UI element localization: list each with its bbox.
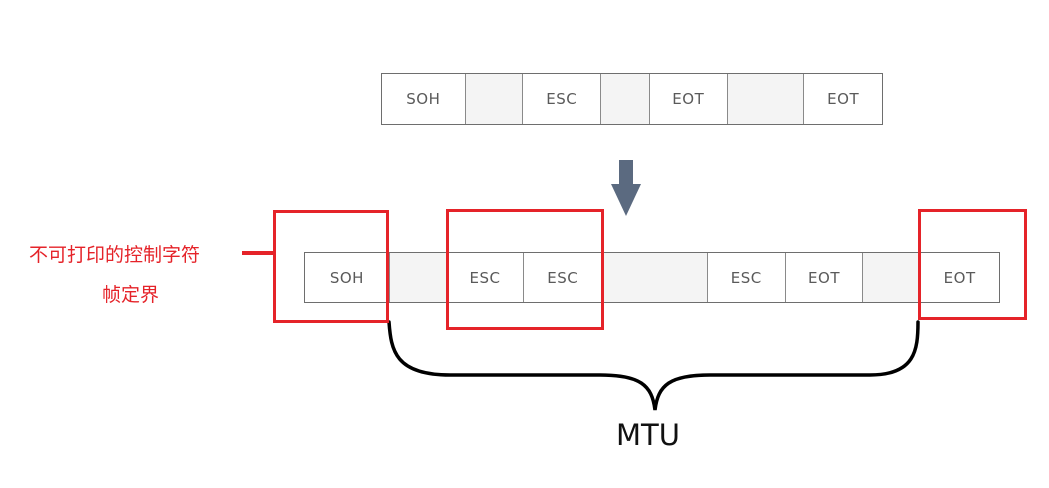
bottom-cell-data — [389, 253, 447, 302]
bottom-cell-esc: ESC — [446, 253, 525, 302]
top-cell-eot: EOT — [649, 74, 728, 124]
highlight-box-esc-pair — [446, 209, 604, 330]
top-cell-data — [601, 74, 650, 124]
highlight-box-soh — [273, 210, 389, 323]
annotation-leader-line — [242, 251, 274, 255]
original-frame: SOH ESC EOT EOT — [381, 73, 883, 125]
bottom-cell-soh: SOH — [305, 253, 390, 302]
bottom-cell-eot: EOT — [785, 253, 864, 302]
mtu-brace — [387, 320, 920, 411]
top-cell-data — [465, 74, 524, 124]
annotation-control-chars: 不可打印的控制字符 — [29, 244, 201, 266]
highlight-box-eot — [918, 209, 1027, 320]
mtu-label: MTU — [616, 418, 680, 452]
top-cell-soh: SOH — [382, 74, 466, 124]
top-cell-data — [727, 74, 805, 124]
bottom-cell-data — [863, 253, 921, 302]
bottom-cell-data — [602, 253, 708, 302]
top-cell-eot: EOT — [804, 74, 882, 124]
down-arrow-icon — [611, 160, 641, 216]
bottom-cell-eot: EOT — [920, 253, 1000, 302]
top-cell-esc: ESC — [523, 74, 602, 124]
bottom-cell-esc: ESC — [524, 253, 603, 302]
annotation-frame-delimiter: 帧定界 — [102, 284, 160, 306]
bottom-cell-esc: ESC — [707, 253, 786, 302]
